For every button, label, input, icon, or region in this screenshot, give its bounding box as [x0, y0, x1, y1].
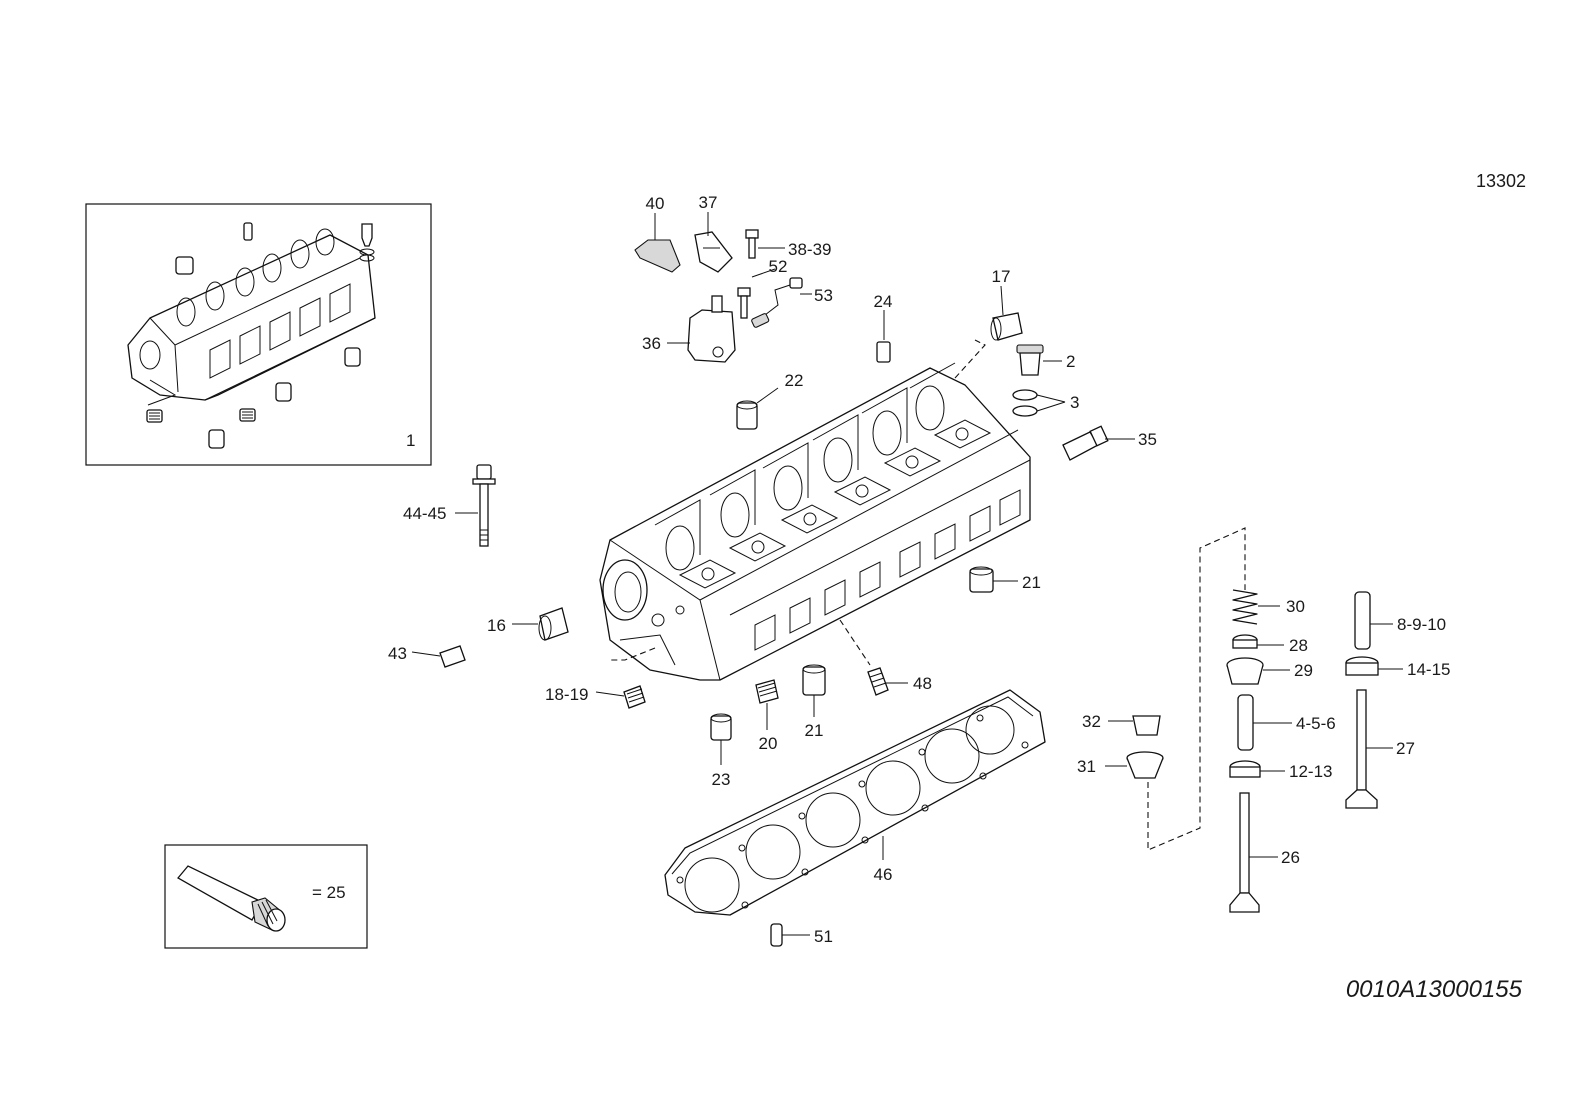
part-3-o-ring-1 [1012, 389, 1038, 401]
callout-2: 2 [1066, 352, 1075, 371]
part-28-retainer [1232, 634, 1258, 649]
cam-bores [654, 362, 956, 571]
part-24-dowel [876, 341, 891, 363]
callout-12-13: 12-13 [1289, 762, 1332, 781]
part-8-9-10-valve-guide [1354, 591, 1371, 650]
part-21-sleeve-a [969, 566, 994, 593]
part-16-sleeve [538, 607, 569, 641]
callout-35: 35 [1138, 430, 1157, 449]
part-38-39-screw [745, 229, 759, 259]
drawing-number: 0010A13000155 [1346, 976, 1523, 1003]
callout-18-19: 18-19 [545, 685, 588, 704]
callout-40: 40 [646, 194, 665, 213]
part-17-sleeve [990, 312, 1023, 341]
part-36-pump-body [687, 295, 736, 363]
part-32-collet [1132, 715, 1161, 736]
kit-injector-sleeve [361, 223, 373, 247]
callout-28: 28 [1289, 636, 1308, 655]
part-12-13-seal [1229, 760, 1261, 778]
callout-32: 32 [1082, 712, 1101, 731]
callout-4-5-6: 4-5-6 [1296, 714, 1336, 733]
part-3-o-ring-2 [1012, 405, 1038, 417]
sealant-label: = 25 [312, 883, 346, 902]
side-ports [754, 489, 1021, 651]
callout-38-39: 38-39 [788, 240, 831, 259]
leader-lines [411, 212, 1403, 936]
part-4-5-6-valve-guide [1237, 694, 1254, 751]
part-14-15-seal [1345, 656, 1379, 676]
part-40-wedge [634, 239, 681, 273]
callout-22: 22 [785, 371, 804, 390]
part-21-sleeve-b [802, 664, 826, 696]
callout-26: 26 [1281, 848, 1300, 867]
callout-21-a: 21 [1022, 573, 1041, 592]
sealant-tube-icon [177, 865, 286, 932]
part-23-sleeve [710, 713, 732, 741]
part-53-sensor [751, 277, 803, 328]
callout-30: 30 [1286, 597, 1305, 616]
callout-21-b: 21 [805, 721, 824, 740]
callout-8-9-10: 8-9-10 [1397, 615, 1446, 634]
cylinder-head-main [599, 339, 1031, 681]
part-30-spring [1232, 589, 1258, 625]
part-18-19-plug [623, 685, 646, 709]
callout-27: 27 [1396, 739, 1415, 758]
part-37-bracket [694, 231, 733, 273]
callout-51: 51 [814, 927, 833, 946]
callout-37: 37 [699, 193, 718, 212]
callout-14-15: 14-15 [1407, 660, 1450, 679]
part-26-valve [1229, 792, 1260, 913]
part-31-cup [1126, 751, 1164, 779]
kit-sleeve-2 [344, 347, 361, 367]
part-44-45-head-bolt [472, 464, 496, 547]
sheet-code: 13302 [1476, 171, 1526, 191]
kit-box-label: 1 [406, 431, 415, 450]
callout-20: 20 [759, 734, 778, 753]
callout-17: 17 [992, 267, 1011, 286]
callout-48: 48 [913, 674, 932, 693]
kit-box: 1 [85, 203, 432, 466]
valve-pockets [678, 419, 992, 589]
callout-53: 53 [814, 286, 833, 305]
part-48-plug [867, 667, 889, 696]
part-20-plug [755, 679, 779, 704]
part-27-valve [1345, 689, 1378, 809]
part-43-pin [439, 645, 466, 668]
kit-dowel-1 [243, 222, 253, 241]
kit-plug-2 [239, 408, 256, 422]
gasket-bolt-holes [676, 714, 1029, 909]
callout-labels: 40 37 38-39 52 53 36 24 17 2 3 35 22 44-… [388, 193, 1450, 946]
callout-46: 46 [874, 865, 893, 884]
callout-43: 43 [388, 644, 407, 663]
kit-sleeve-1 [175, 256, 194, 275]
sealant-box: = 25 [164, 844, 368, 949]
callout-44-45: 44-45 [403, 504, 446, 523]
part-22-sleeve [736, 400, 758, 430]
part-51-dowel [770, 923, 783, 947]
part-29-cap [1226, 657, 1264, 685]
callout-3: 3 [1070, 393, 1079, 412]
kit-sleeve-3 [275, 382, 292, 402]
callout-36: 36 [642, 334, 661, 353]
callout-29: 29 [1294, 661, 1313, 680]
part-35-fitting [1062, 425, 1109, 461]
callout-16: 16 [487, 616, 506, 635]
callout-31: 31 [1077, 757, 1096, 776]
head-gasket [664, 689, 1046, 916]
kit-sleeve-4 [208, 429, 225, 449]
part-52-bolt [737, 287, 751, 319]
callout-23: 23 [712, 770, 731, 789]
part-2-injector-sleeve [1016, 344, 1044, 376]
kit-plug-1 [146, 409, 163, 423]
callout-52: 52 [769, 257, 788, 276]
callout-24: 24 [874, 292, 893, 311]
kit-cylinder-head-drawing [127, 228, 376, 406]
